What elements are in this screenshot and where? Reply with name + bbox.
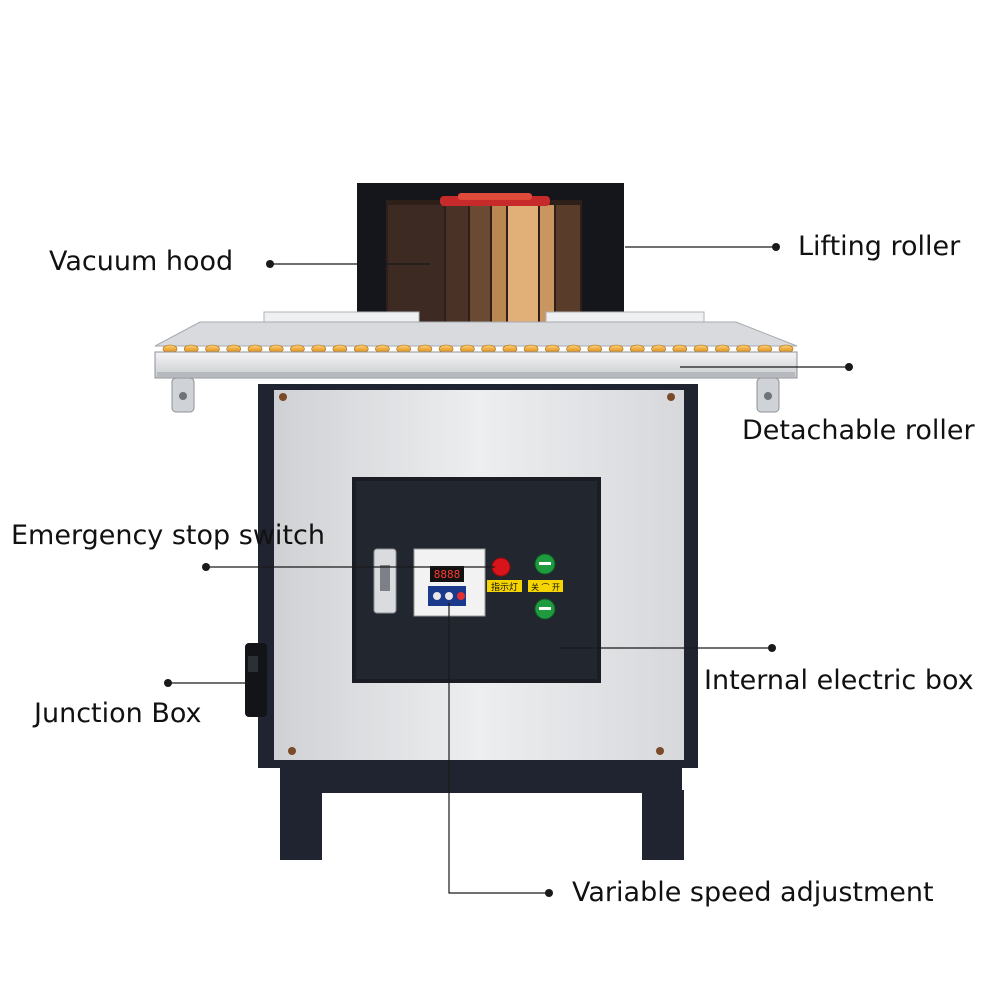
left-bracket: [171, 377, 195, 413]
door-latch[interactable]: [373, 548, 397, 614]
leader-variable-speed: [448, 603, 549, 894]
right-bracket: [756, 377, 780, 413]
callout-detachable-roller: Detachable roller: [742, 415, 975, 446]
callout-internal-electric-box: Internal electric box: [704, 665, 974, 696]
left-leg: [280, 790, 322, 860]
junction-box: [245, 643, 267, 717]
roller-row: [162, 344, 794, 354]
controller-display: 8888: [434, 568, 461, 581]
base-frame: [280, 763, 682, 793]
callout-variable-speed-adjustment: Variable speed adjustment: [572, 877, 934, 908]
right-leg: [642, 790, 684, 860]
callout-lifting-roller: Lifting roller: [798, 231, 961, 262]
roller-table-top: [154, 321, 798, 347]
callout-junction-box: Junction Box: [34, 698, 202, 729]
switch-label-plate: [528, 580, 563, 592]
leader-lines: [168, 246, 849, 894]
callout-emergency-stop-switch: Emergency stop switch: [11, 520, 325, 551]
indicator-label: 指示灯: [491, 581, 518, 593]
indicator-label-plate: [487, 580, 522, 592]
switch-label: 关 ⌒ 开: [531, 582, 560, 592]
leader-dots: [164, 243, 853, 897]
sanding-brush-drum: [386, 193, 582, 336]
callout-vacuum-hood: Vacuum hood: [49, 246, 234, 277]
